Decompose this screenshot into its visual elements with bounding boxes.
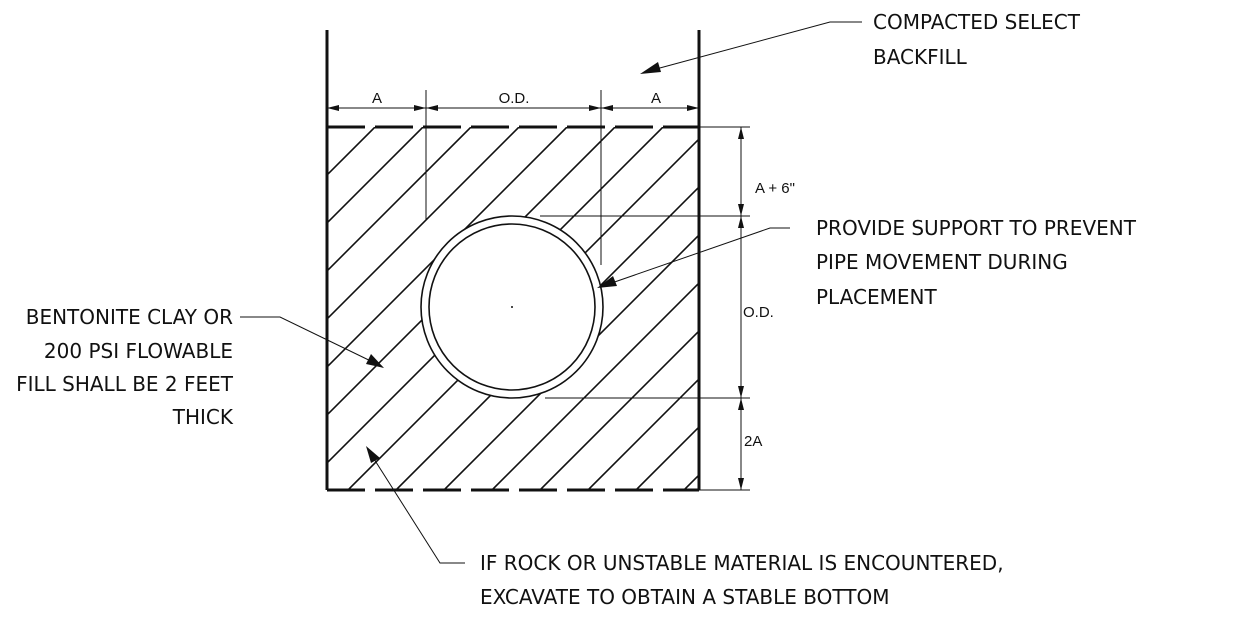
svg-text:IF ROCK OR UNSTABLE MATERIAL I: IF ROCK OR UNSTABLE MATERIAL IS ENCOUNTE… xyxy=(480,551,1004,575)
dim-left-width: A xyxy=(372,90,382,107)
dim-bedding: 2A xyxy=(744,433,762,450)
hatch-line xyxy=(327,127,520,321)
svg-text:BENTONITE CLAY OR: BENTONITE CLAY OR xyxy=(26,305,233,329)
svg-text:200 PSI FLOWABLE: 200 PSI FLOWABLE xyxy=(44,339,233,363)
hatch-line xyxy=(587,377,699,490)
width-dimensions xyxy=(327,90,699,265)
dim-right-width: A xyxy=(651,90,661,107)
dim-pipe-height: O.D. xyxy=(743,304,774,321)
hatch-line xyxy=(491,281,699,490)
svg-text:FILL SHALL BE 2 FEET: FILL SHALL BE 2 FEET xyxy=(16,372,234,396)
hatch-line xyxy=(327,127,424,225)
svg-text:PIPE MOVEMENT DURING: PIPE MOVEMENT DURING xyxy=(816,250,1068,274)
depth-dimensions xyxy=(540,126,750,491)
note-bentonite: BENTONITE CLAY OR 200 PSI FLOWABLE FILL … xyxy=(16,305,234,429)
svg-text:COMPACTED SELECT: COMPACTED SELECT xyxy=(873,10,1081,34)
pipe-center-mark xyxy=(511,306,513,308)
hatch-line xyxy=(327,127,568,369)
svg-text:THICK: THICK xyxy=(172,405,234,429)
hatch-line xyxy=(443,233,699,490)
note-backfill: COMPACTED SELECT BACKFILL xyxy=(873,10,1081,69)
dim-cover: A + 6" xyxy=(755,180,795,197)
svg-text:PLACEMENT: PLACEMENT xyxy=(816,285,937,309)
note-support: PROVIDE SUPPORT TO PREVENT PIPE MOVEMENT… xyxy=(816,216,1137,309)
hatch-line xyxy=(539,329,699,490)
svg-text:BACKFILL: BACKFILL xyxy=(873,45,968,69)
dim-pipe-width: O.D. xyxy=(499,90,530,107)
hatch-line xyxy=(635,425,699,490)
svg-text:EXCAVATE TO OBTAIN A STABLE BO: EXCAVATE TO OBTAIN A STABLE BOTTOM xyxy=(480,585,889,609)
svg-text:PROVIDE SUPPORT TO PREVENT: PROVIDE SUPPORT TO PREVENT xyxy=(816,216,1137,240)
leader-lines xyxy=(240,21,862,564)
note-rock: IF ROCK OR UNSTABLE MATERIAL IS ENCOUNTE… xyxy=(480,551,1004,609)
hatch-line xyxy=(327,127,472,273)
